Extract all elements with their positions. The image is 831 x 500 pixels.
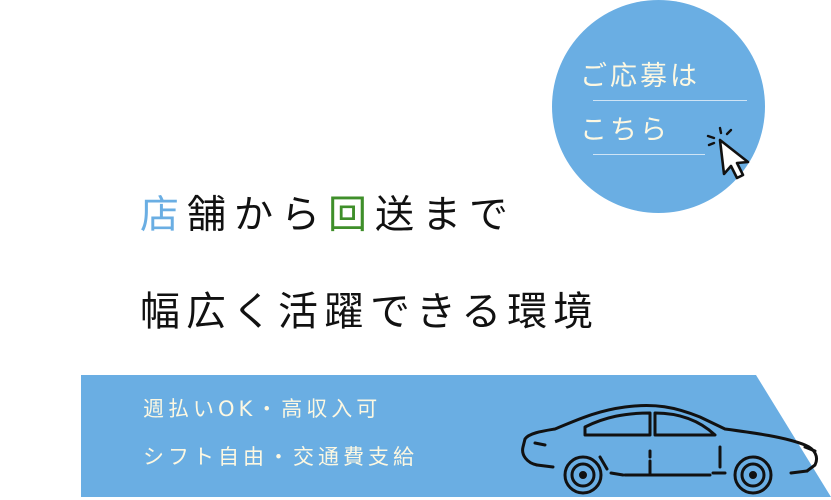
banner-text-line1: 週払いOK・高収入可 bbox=[143, 397, 382, 421]
apply-button[interactable]: ご応募は こちら bbox=[552, 0, 765, 213]
apply-label-line2: こちら bbox=[580, 115, 670, 146]
apply-divider bbox=[593, 154, 705, 155]
headline-accent-green: 回 bbox=[328, 193, 376, 238]
banner-text-line2: シフト自由・交通費支給 bbox=[143, 445, 418, 469]
headline-line1: 店舗から回送まで bbox=[140, 193, 516, 239]
car-icon bbox=[521, 403, 819, 495]
cursor-click-icon bbox=[706, 126, 750, 180]
headline-text: 送まで bbox=[375, 193, 517, 238]
headline-line2: 幅広く活躍できる環境 bbox=[140, 289, 600, 335]
headline-accent-blue: 店 bbox=[140, 193, 188, 238]
apply-label-line1: ご応募は bbox=[580, 61, 700, 92]
headline-text: 舗から bbox=[187, 193, 329, 238]
apply-divider bbox=[593, 100, 747, 101]
